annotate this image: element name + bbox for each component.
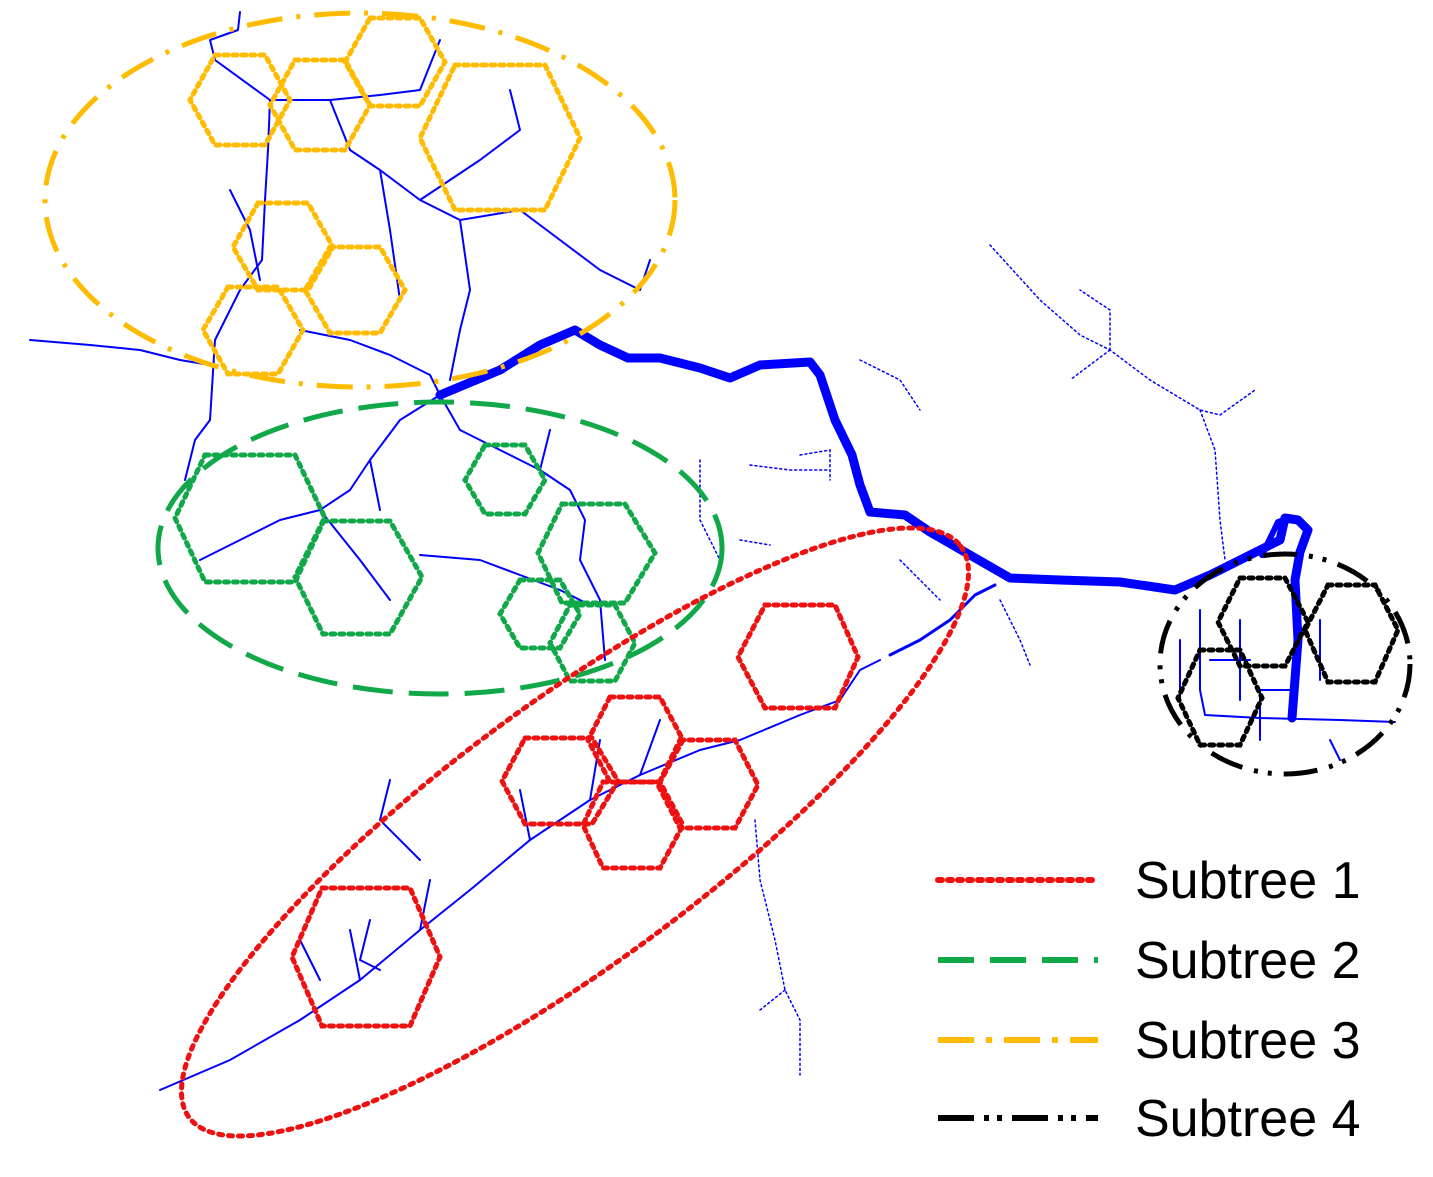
subtree-1-hex [499, 735, 621, 827]
trunk-loop [1259, 515, 1293, 558]
subtree-2-hex [535, 501, 658, 606]
feeder-upper-b [419, 89, 651, 291]
legend-label: Subtree 2 [1135, 932, 1361, 990]
feeder-east-cluster [1179, 609, 1396, 761]
subtree-3-hex [200, 284, 306, 377]
main-trunk [435, 325, 1313, 723]
subtree-3-hex [342, 15, 448, 109]
subtree-1-hex [289, 885, 443, 1029]
subtree-4-region [1157, 551, 1413, 777]
legend-label: Subtree 1 [1135, 852, 1361, 910]
subtree-1-hex [735, 602, 861, 711]
subtree-1-hex [655, 737, 761, 831]
subtree-2-hex [462, 442, 548, 517]
feeder-middle [199, 394, 606, 661]
feeder-upper-a [269, 39, 471, 381]
feeder-left [184, 11, 271, 481]
subtree-1-boundary [178, 525, 972, 1139]
subtree-1-hex [580, 779, 686, 871]
feeder-middle-b [319, 429, 591, 606]
subtree-1-region [178, 525, 972, 1139]
subtree-2-boundary [155, 399, 725, 697]
legend-item-subtree-2: Subtree 2 [938, 932, 1361, 990]
legend-label: Subtree 3 [1135, 1012, 1361, 1070]
subtree-3-hex [230, 200, 336, 293]
subtree-3-region [42, 10, 678, 390]
subtree-4-hex [1175, 647, 1265, 748]
subtree-3-hex [187, 52, 293, 148]
legend: Subtree 1 Subtree 2 Subtree 3 Subtree 4 [935, 852, 1361, 1148]
feeder-east-dotted [989, 244, 1256, 561]
subtree-2-hex [292, 518, 425, 637]
subtree-3-boundary [42, 10, 678, 390]
subtree-4-boundary [1157, 551, 1413, 777]
legend-item-subtree-1: Subtree 1 [935, 852, 1361, 910]
feeder-network [29, 11, 1396, 1091]
feeder-west [29, 339, 211, 366]
subtree-1-hex [585, 694, 686, 785]
subtree-4-hex [1215, 575, 1311, 669]
subtree-2-hex [547, 602, 638, 684]
feeder-diagonal-branches [299, 719, 661, 981]
subtree-3-hex [302, 244, 408, 336]
subtree-4-hex [1302, 582, 1401, 685]
legend-label: Subtree 4 [1135, 1090, 1361, 1148]
subtree-2-region [155, 399, 725, 697]
feeder-diagonal-b [888, 583, 997, 657]
subtree-2-hex [497, 577, 583, 651]
feeder-south-dotted [754, 819, 801, 1076]
legend-item-subtree-4: Subtree 4 [938, 1090, 1361, 1148]
feeder-centre-dotted [699, 359, 1031, 666]
legend-item-subtree-3: Subtree 3 [938, 1012, 1361, 1070]
subtree-3-hex [417, 62, 583, 213]
